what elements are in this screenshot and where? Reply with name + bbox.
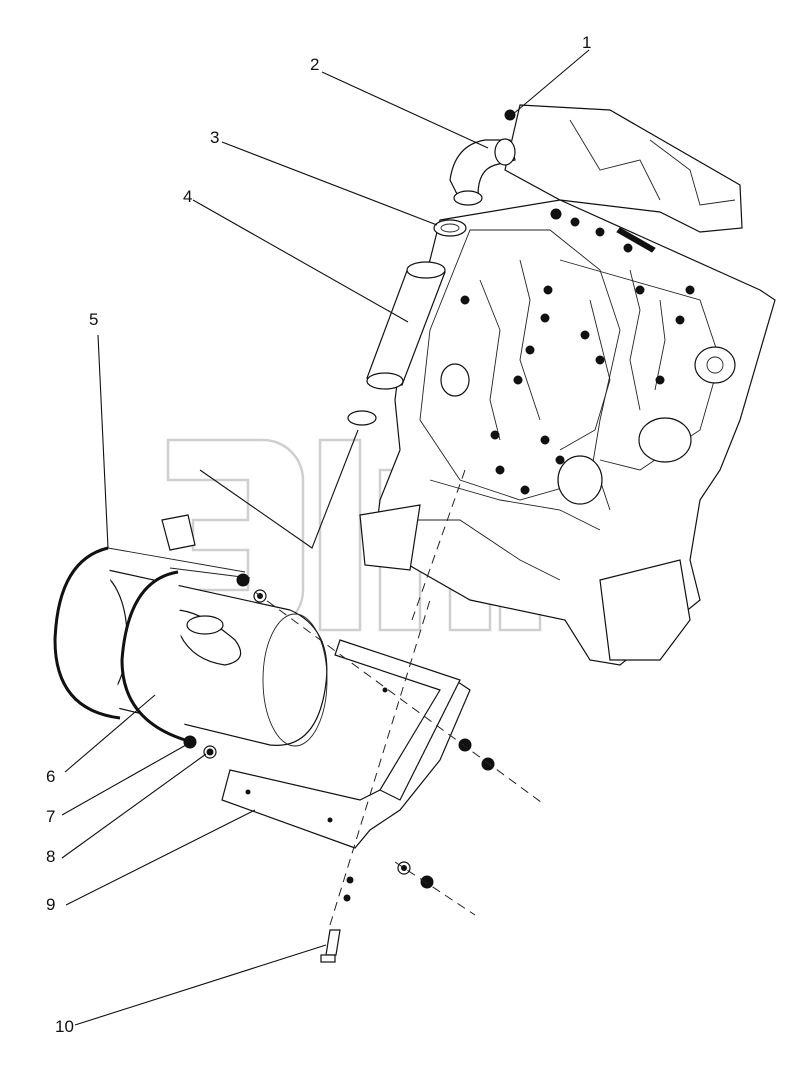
- callout-labels: 1 2 3 4 5 6 7 8 9 10: [46, 33, 591, 1036]
- part-7-nut: [183, 735, 197, 749]
- callout-7: 7: [46, 807, 55, 826]
- part-4-intake-pipe: [347, 261, 446, 426]
- callout-6: 6: [46, 767, 55, 786]
- callout-1: 1: [582, 33, 591, 52]
- callout-10: 10: [55, 1017, 74, 1036]
- callout-2: 2: [310, 55, 319, 74]
- leader-lines: [61, 49, 590, 1026]
- callout-3: 3: [210, 128, 219, 147]
- part-1-bolt: [504, 109, 516, 121]
- callout-4: 4: [183, 187, 192, 206]
- part-3-clamp: [433, 219, 467, 237]
- part-2-elbow-hose: [449, 138, 516, 206]
- engine-assembly: [359, 104, 776, 666]
- part-10-bolt: [320, 876, 354, 963]
- assembly-axis-lines: [254, 469, 546, 926]
- callout-5: 5: [89, 310, 98, 329]
- callout-9: 9: [46, 895, 55, 914]
- callout-8: 8: [46, 847, 55, 866]
- part-5-clamp-straps: [53, 546, 251, 742]
- part-9-bracket: [221, 639, 471, 849]
